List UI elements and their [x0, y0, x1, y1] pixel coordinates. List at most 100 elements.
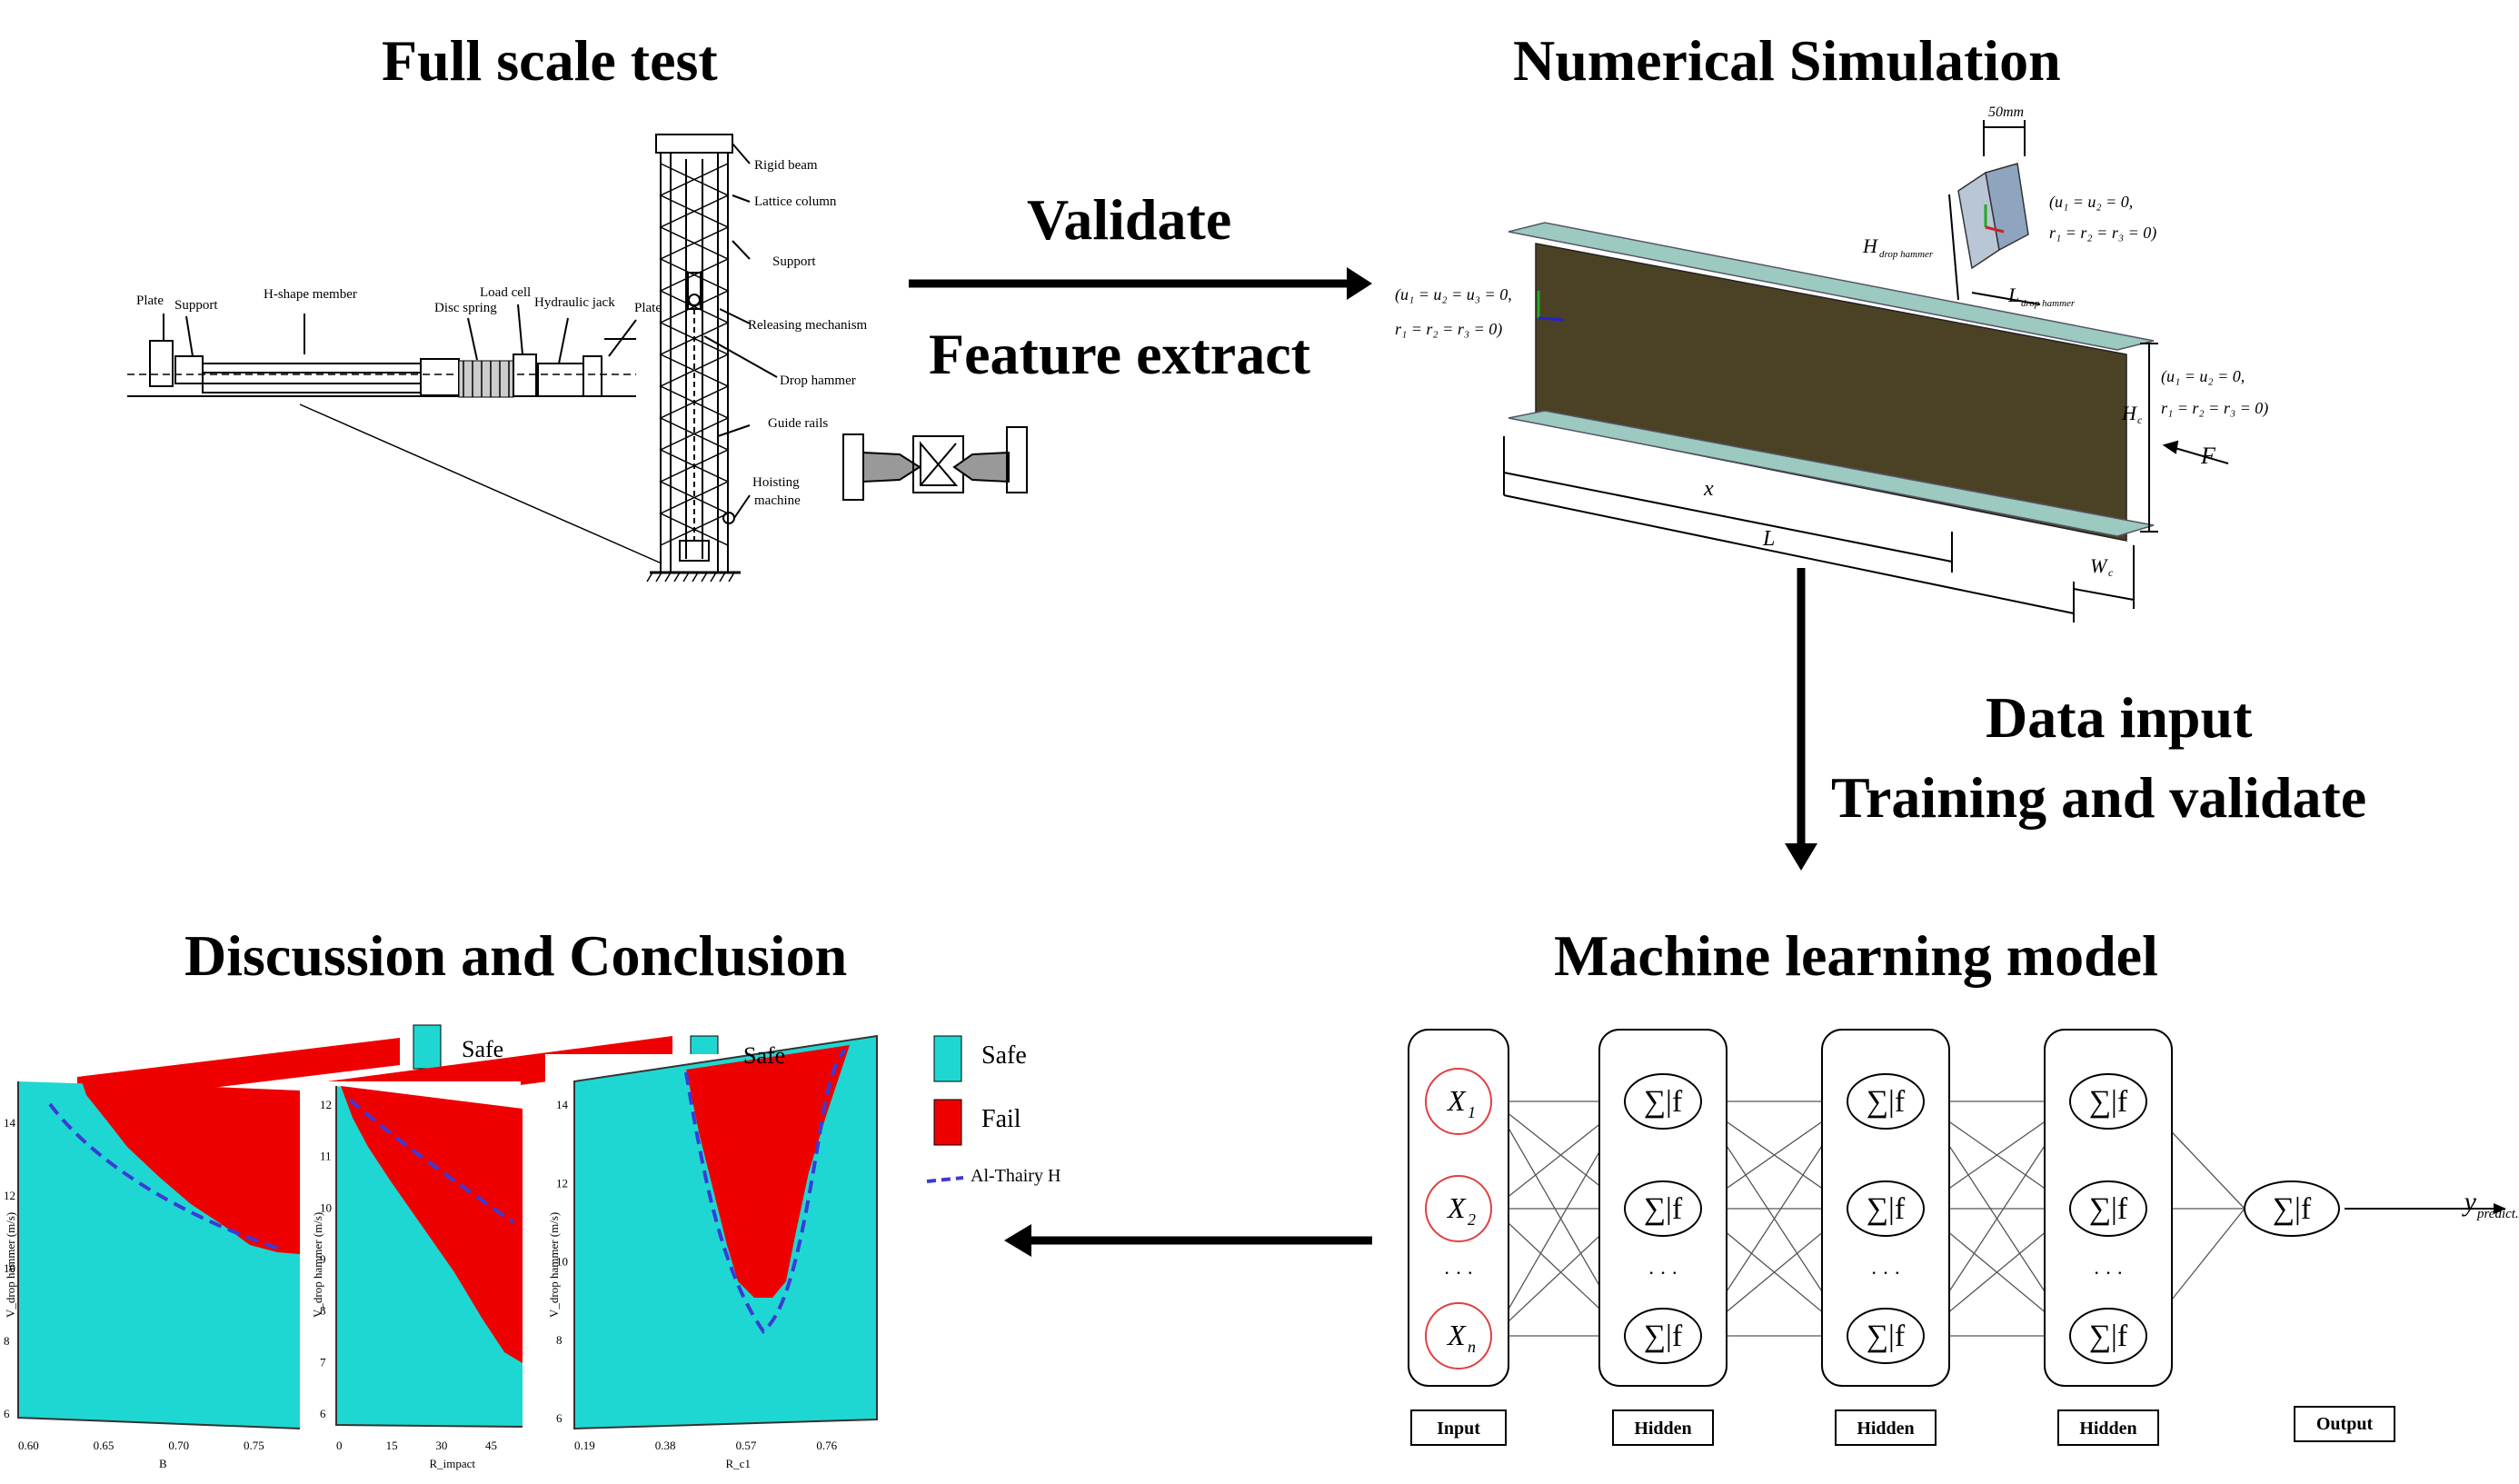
ellipsis-dots: · · ·	[1444, 1261, 1474, 1284]
bc-left-line1: (u₁ = u₂ = u₃ = 0,	[1395, 285, 1512, 304]
drop-hammer-block	[1985, 163, 2029, 252]
hammer-section-sketch	[842, 426, 1028, 501]
label-support-left: Support	[174, 298, 218, 313]
panel2-ytick: 11	[320, 1150, 332, 1163]
bc-right-line1: (u₁ = u₂ = 0,	[2161, 367, 2245, 386]
left-plate	[149, 340, 174, 387]
neuron-label: ∑|f	[1644, 1320, 1683, 1353]
legend-al-thairy-line	[926, 1176, 964, 1183]
neuron-label: ∑|f	[2089, 1320, 2128, 1353]
input-node-subscript: n	[1468, 1338, 1476, 1356]
panel2-fail-region	[341, 1086, 523, 1363]
bc-left-line2: r₁ = r₂ = r₃ = 0)	[1395, 320, 1502, 339]
label-x: x	[1703, 477, 1714, 501]
label-disc-spring: Disc spring	[434, 301, 497, 315]
panel3-ytick: 10	[556, 1255, 568, 1269]
neuron-node	[1847, 1308, 1925, 1364]
bc-top-line1: (u₁ = u₂ = 0,	[2049, 193, 2133, 212]
panel1-xtick: 0.65	[94, 1439, 114, 1452]
layer-label-output: Output	[2316, 1414, 2374, 1434]
label-releasing: Releasing mechanism	[748, 318, 868, 333]
neuron-label: ∑|f	[2089, 1085, 2128, 1119]
label-wc-sub: c	[2108, 566, 2114, 579]
behind-legend-safe-1	[413, 1024, 442, 1070]
behind-legend-safe-1-text: Safe	[462, 1036, 503, 1062]
panel2-xtick: 30	[435, 1439, 447, 1452]
neuron-label: ∑|f	[1867, 1192, 1906, 1226]
discussion-conclusion-title: Discussion and Conclusion	[184, 923, 848, 988]
bc-right-line2: r₁ = r₂ = r₃ = 0)	[2161, 399, 2268, 418]
label-h-shape: H-shape member	[264, 287, 357, 302]
ellipsis-dots: · · ·	[1648, 1261, 1678, 1284]
input-node-subscript: 1	[1468, 1103, 1476, 1121]
panel3-xtick: 0.19	[574, 1439, 595, 1452]
neuron-node	[2069, 1180, 2147, 1237]
neuron-node	[1624, 1073, 1702, 1130]
neuron-label: ∑|f	[2089, 1192, 2128, 1226]
neuron-label: ∑|f	[1644, 1192, 1683, 1226]
input-node	[1425, 1175, 1492, 1242]
neuron-label: ∑|f	[1644, 1085, 1683, 1119]
panel3-ytick: 14	[556, 1098, 569, 1111]
panel1-ytick: 10	[4, 1261, 15, 1275]
panel2-ylabel: V_drop hammer (m/s)	[311, 1212, 324, 1318]
panel2-xtick: 0	[336, 1439, 343, 1452]
panel1-fail-region	[82, 1081, 300, 1254]
neuron-node	[1847, 1180, 1925, 1237]
machine-learning-model-title: Machine learning model	[1554, 923, 2158, 988]
panel3-xtick: 0.76	[816, 1439, 837, 1452]
input-node-subscript: 2	[1468, 1210, 1476, 1229]
output-y-label: y	[2462, 1187, 2477, 1217]
panel3-ytick: 12	[556, 1176, 568, 1190]
neuron-node	[2069, 1308, 2147, 1364]
validate-arrow	[909, 267, 1372, 300]
bottom-flange	[1508, 410, 2155, 537]
panel3-ytick: 8	[556, 1333, 563, 1347]
numerical-simulation-title: Numerical Simulation	[1513, 28, 2061, 93]
bc-top-line2: r₁ = r₂ = r₃ = 0)	[2049, 224, 2156, 243]
label-L: L	[1762, 527, 1775, 551]
label-wc: W	[2090, 554, 2108, 577]
input-node-label: X	[1446, 1084, 1467, 1117]
legend-safe-swatch	[933, 1035, 962, 1082]
panel3-xtick: 0.38	[655, 1439, 676, 1452]
ellipsis-dots: · · ·	[2094, 1261, 2124, 1284]
label-guide-rails: Guide rails	[768, 416, 828, 431]
panel1-ylabel: V_drop hammer (m/s)	[4, 1212, 17, 1318]
layer-label-hidden-3: Hidden	[2079, 1419, 2136, 1439]
top-flange	[1508, 222, 2155, 351]
neuron-label: ∑|f	[1867, 1085, 1906, 1119]
legend-fail-text: Fail	[981, 1105, 1021, 1133]
panel2-al-thairy-curve	[348, 1098, 515, 1224]
neuron-label: ∑|f	[1867, 1320, 1906, 1353]
panel3-xtick: 0.57	[736, 1439, 757, 1452]
label-h-hammer: H	[1862, 234, 1878, 257]
layer-label-hidden-2: Hidden	[1857, 1419, 1914, 1439]
panel2-xtick: 15	[386, 1439, 398, 1452]
output-y-subscript: predict.s	[2477, 1207, 2519, 1221]
label-hoisting: Hoisting	[752, 475, 800, 490]
panel1-ytick: 14	[4, 1116, 16, 1130]
training-validate-label: Training and validate	[1831, 765, 2367, 830]
label-hc-sub: c	[2137, 413, 2143, 426]
label-hydraulic: Hydraulic jack	[534, 295, 615, 310]
neuron-node	[2069, 1073, 2147, 1130]
panel3-ytick: 6	[556, 1411, 563, 1425]
label-load-cell: Load cell	[480, 285, 531, 300]
behind-legend-safe-2-text: Safe	[743, 1042, 785, 1069]
beam-web	[1535, 243, 2127, 542]
input-node-label: X	[1446, 1319, 1467, 1351]
input-node	[1425, 1068, 1492, 1135]
panel3-fail-region	[686, 1045, 850, 1298]
panel2-ytick: 8	[320, 1304, 326, 1318]
panel3-xlabel: R_c1	[726, 1457, 751, 1470]
label-F: F	[2200, 443, 2216, 469]
panel1-xtick: 0.70	[168, 1439, 189, 1452]
panel2-ytick: 12	[320, 1098, 332, 1111]
panel1-al-thairy-curve	[48, 1102, 283, 1251]
